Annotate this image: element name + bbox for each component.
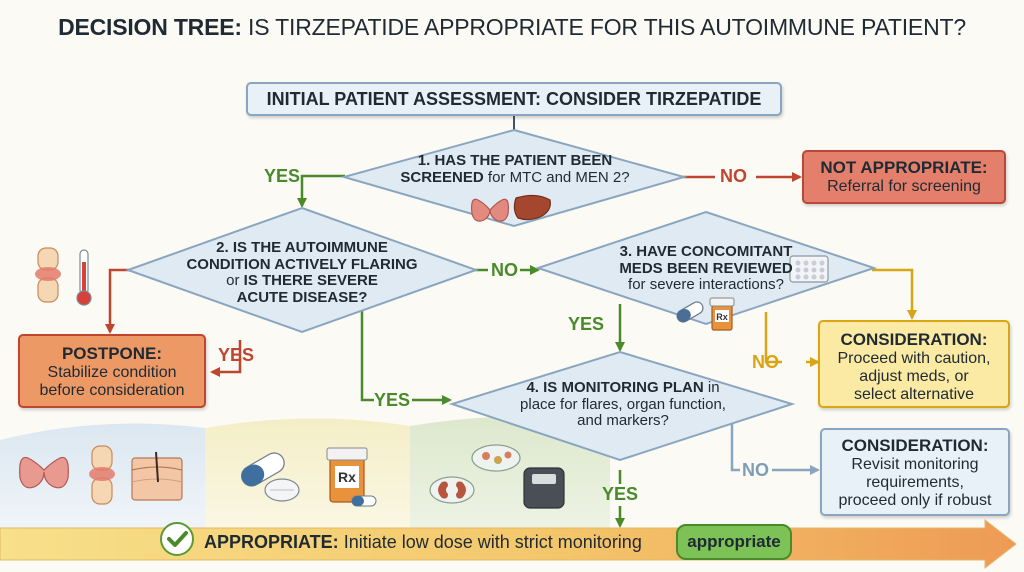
liver-icon [513, 194, 551, 221]
q4-line3: and markers? [577, 412, 669, 429]
joint-icon [35, 247, 61, 303]
q1-line2-bold: SCREENED [400, 168, 484, 186]
q4-no-label: NO [742, 460, 769, 480]
title-bold: DECISION TREE: [58, 14, 242, 40]
consideration1-title: CONSIDERATION: [840, 330, 988, 349]
panel-lab [410, 416, 610, 540]
q2-line2: CONDITION ACTIVELY FLARING [186, 255, 418, 273]
q2-yes-label: YES [374, 390, 411, 410]
consideration-monitoring-box: CONSIDERATION: Revisit monitoring requir… [820, 428, 1010, 516]
diamond-q3 [534, 210, 878, 326]
blister-pack-icon [789, 255, 829, 283]
checkmark-icon [160, 522, 194, 556]
q3-line1: 3. HAVE CONCOMITANT [619, 243, 793, 260]
q4-line1-rest: in [707, 379, 720, 396]
q4-text: 4. IS MONITORING PLAN in place for flare… [488, 379, 758, 430]
appropriate-title: APPROPRIATE: [204, 532, 339, 552]
q2-line3-bold: IS THERE SEVERE [243, 272, 378, 289]
consideration1-body1: Proceed with caution, [837, 349, 991, 367]
q2-line4: ACUTE DISEASE? [236, 288, 368, 306]
pill-bottle-icon: Rx [709, 297, 735, 331]
not-appropriate-title: NOT APPROPRIATE: [820, 158, 988, 177]
title-rest: IS TIRZEPATIDE APPROPRIATE FOR THIS AUTO… [248, 14, 966, 40]
q3-text: 3. HAVE CONCOMITANT MEDS BEEN REVIEWED f… [584, 243, 828, 294]
consideration2-body2: requirements, [866, 473, 964, 491]
appropriate-badge: appropriate [676, 524, 792, 560]
start-box: INITIAL PATIENT ASSESSMENT: CONSIDER TIR… [246, 82, 782, 116]
q1-line2-rest: for MTC and MEN 2? [487, 168, 630, 186]
q4-line1-bold: 4. IS MONITORING PLAN [526, 379, 704, 396]
postpone-body1: Stabilize condition [47, 363, 177, 381]
svg-text:Rx: Rx [338, 469, 356, 485]
scale-icon [523, 467, 565, 509]
diamond-q4 [448, 350, 796, 462]
skin-icon [131, 451, 183, 501]
thermometer-icon [76, 249, 92, 306]
petri-dish-icon [471, 444, 521, 472]
consideration-caution-box: CONSIDERATION: Proceed with caution, adj… [818, 320, 1010, 408]
q3-no-label: NO [752, 352, 779, 372]
start-text: INITIAL PATIENT ASSESSMENT: CONSIDER TIR… [266, 89, 762, 109]
postpone-body2: before consideration [39, 381, 185, 399]
q2-no-label: NO [491, 260, 518, 280]
q2-text: 2. IS THE AUTOIMMUNE CONDITION ACTIVELY … [162, 239, 442, 306]
q3-yes-label: YES [568, 314, 605, 334]
capsule-icon [676, 301, 704, 323]
pill-icon [264, 478, 300, 502]
page-title: DECISION TREE: IS TIRZEPATIDE APPROPRIAT… [0, 14, 1024, 41]
capsule-icon [241, 452, 285, 487]
q4-line2: place for flares, organ function, [520, 395, 726, 413]
diamond-q1 [340, 128, 688, 228]
not-appropriate-body: Referral for screening [827, 177, 981, 195]
appropriate-text: APPROPRIATE: Initiate low dose with stri… [204, 532, 642, 553]
diamond-q2 [125, 206, 479, 334]
q2-line3-or: or [226, 272, 240, 289]
q1-line1: 1. HAS THE PATIENT BEEN [417, 152, 613, 169]
consideration1-body2: adjust meds, or [859, 367, 969, 385]
q1-no-label: NO [720, 166, 747, 186]
q2-yes-postpone-label: YES [218, 345, 255, 365]
consideration2-body3: proceed only if robust [838, 492, 992, 510]
panel-medications [205, 418, 410, 540]
thyroid-icon [19, 456, 69, 489]
joint-icon [89, 445, 115, 505]
q1-yes-label: YES [264, 166, 301, 186]
postpone-box: POSTPONE: Stabilize condition before con… [18, 334, 206, 408]
not-appropriate-box: NOT APPROPRIATE: Referral for screening [802, 150, 1006, 204]
q3-line3: for severe interactions? [628, 276, 784, 293]
q3-line2: MEDS BEEN REVIEWED [619, 259, 793, 277]
consideration1-body3: select alternative [853, 386, 975, 404]
consideration2-body1: Revisit monitoring [851, 455, 979, 473]
capsule-icon [351, 495, 377, 507]
postpone-title: POSTPONE: [61, 344, 163, 363]
q1-text: 1. HAS THE PATIENT BEEN SCREENED for MTC… [360, 152, 670, 186]
q4-yes-label: YES [602, 484, 639, 504]
svg-text:Rx: Rx [716, 312, 728, 322]
q2-line1: 2. IS THE AUTOIMMUNE [216, 239, 388, 256]
thyroid-icon [471, 198, 509, 222]
appropriate-body: Initiate low dose with strict monitoring [343, 532, 642, 552]
kidney-icon [429, 476, 475, 504]
pill-bottle-icon: Rx [326, 447, 368, 503]
consideration2-title: CONSIDERATION: [841, 436, 989, 455]
